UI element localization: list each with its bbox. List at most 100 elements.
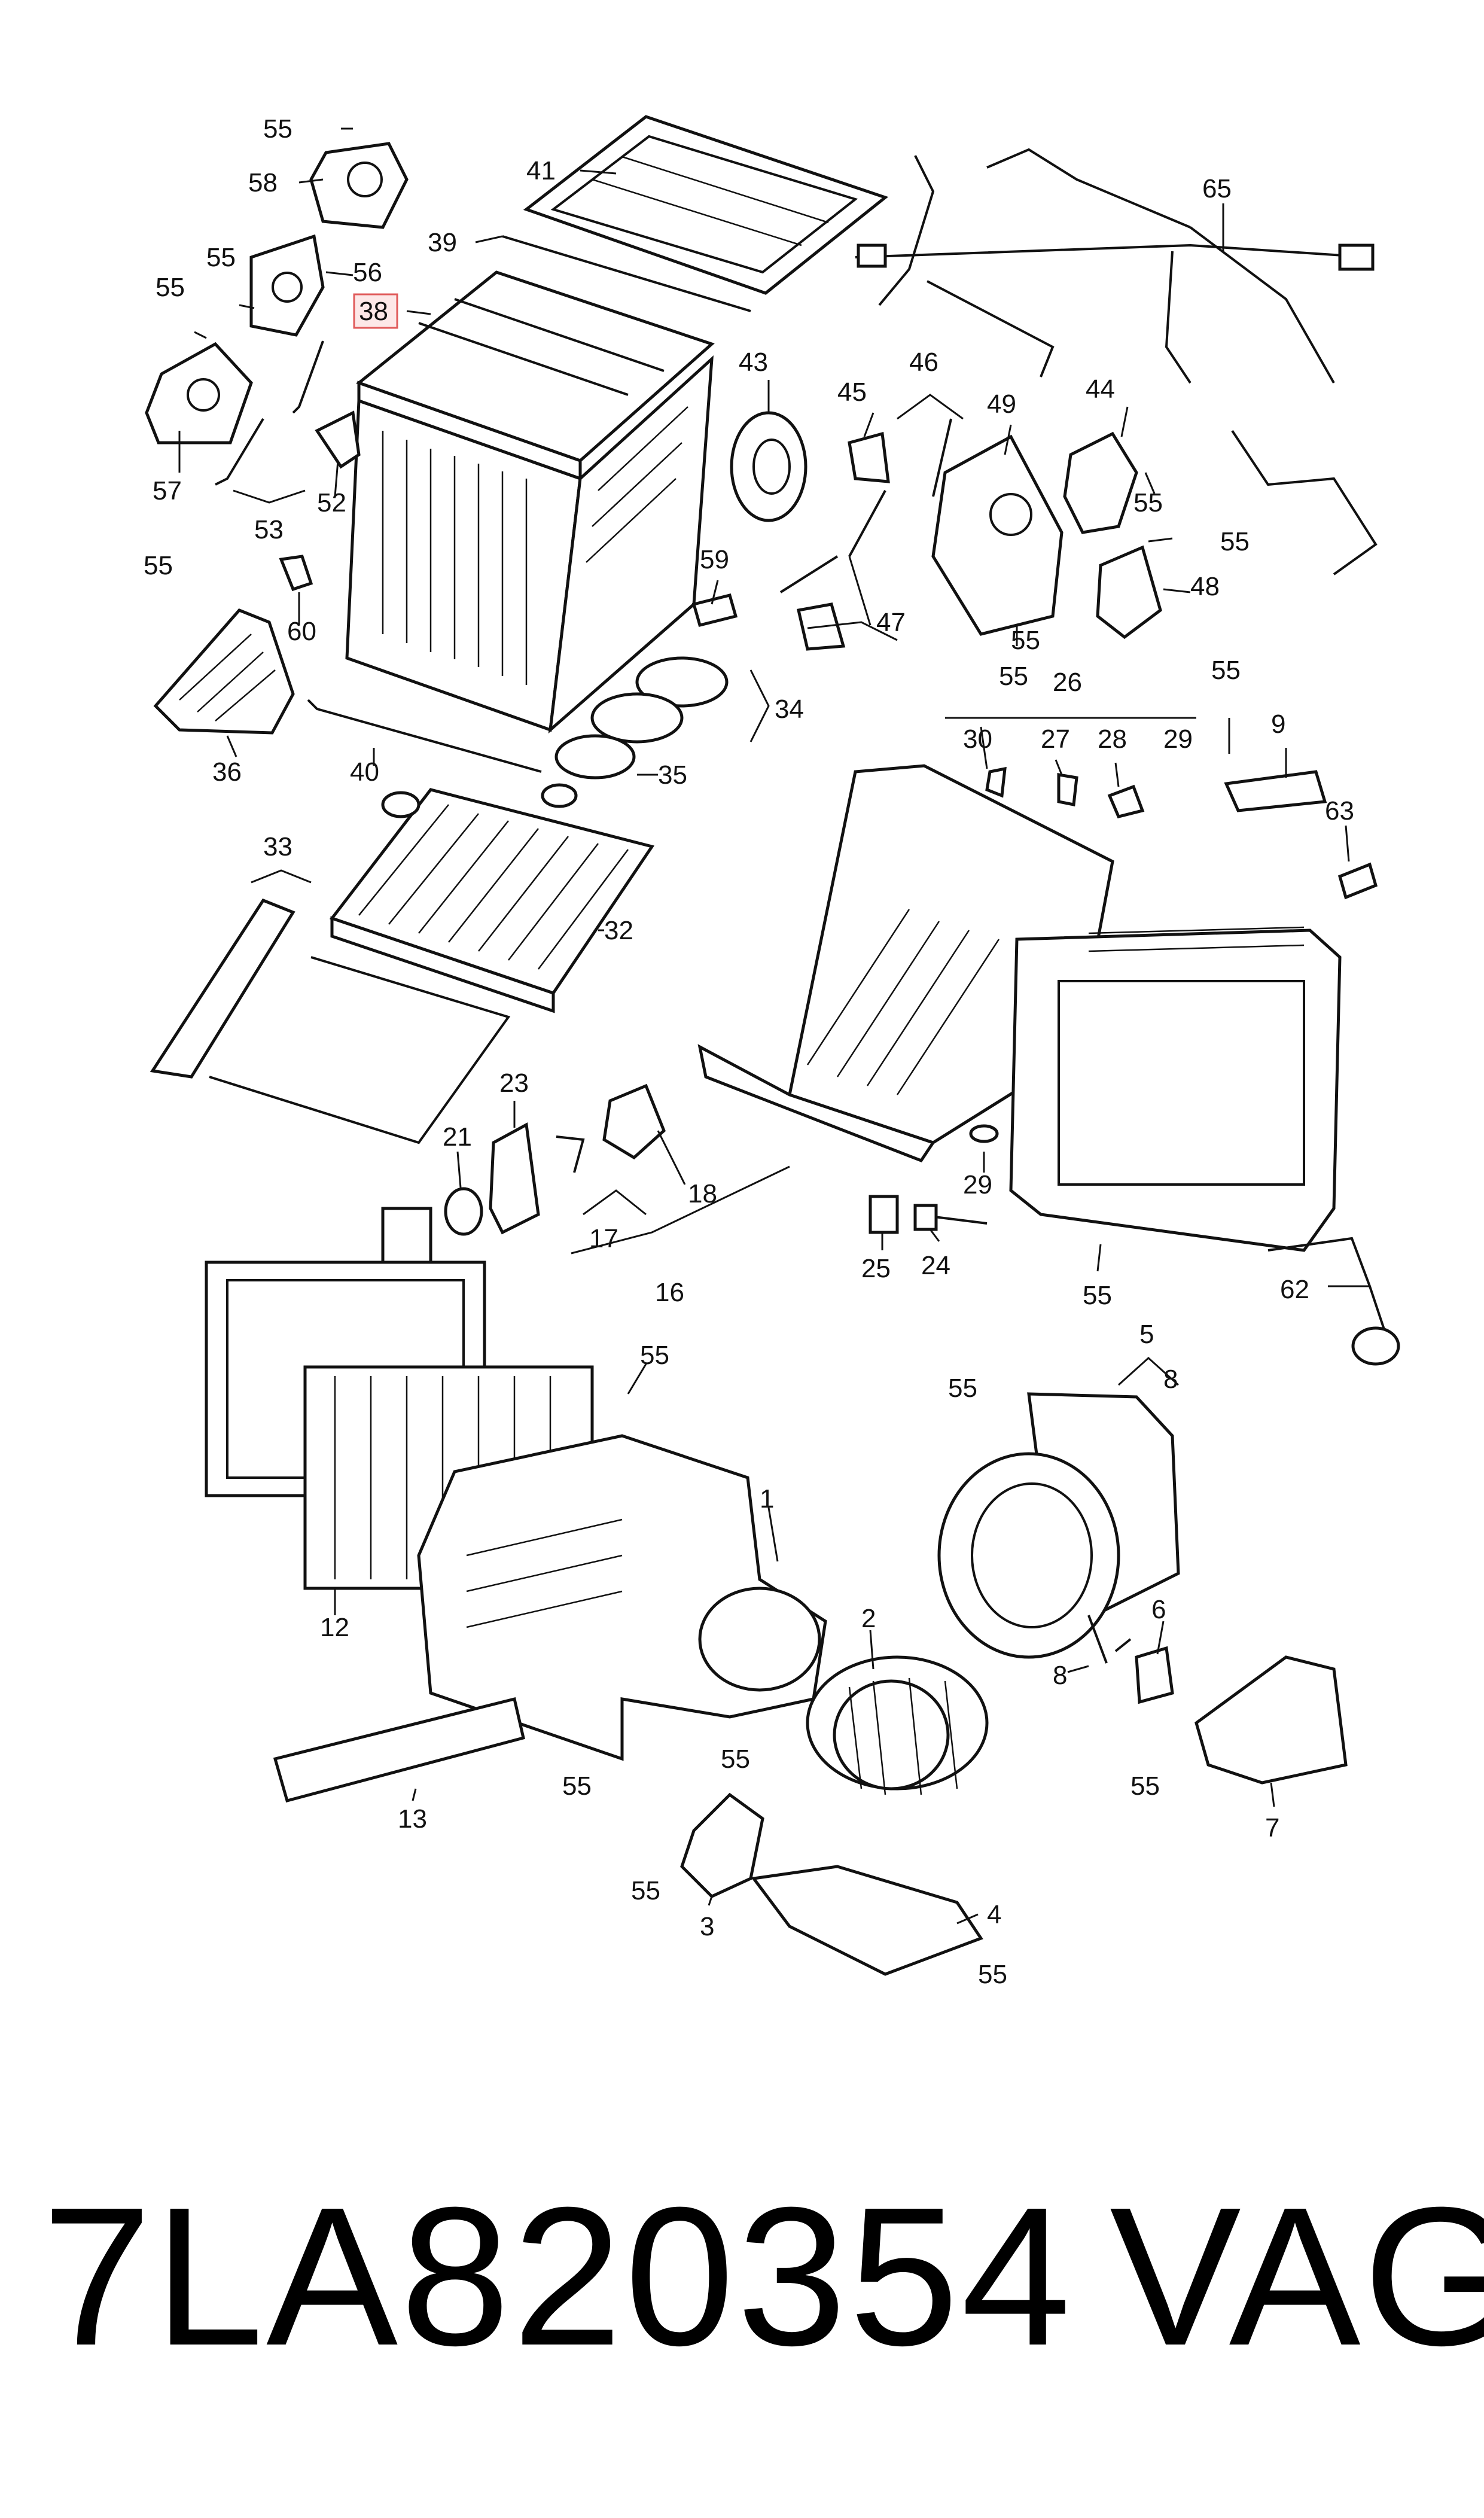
callout-55: 55 <box>631 1876 660 1905</box>
callout-55: 55 <box>263 114 292 144</box>
callout-45: 45 <box>837 377 867 407</box>
callout-44: 44 <box>1086 374 1115 404</box>
callout-12: 12 <box>320 1613 349 1642</box>
part-53-linkages <box>215 340 324 486</box>
part-36-duct <box>153 608 295 735</box>
part-23-resistor <box>489 1122 540 1235</box>
part-30-clip <box>985 766 1007 798</box>
part-33-seals <box>150 898 511 1144</box>
callout-1: 1 <box>760 1484 774 1514</box>
part-18-servo <box>602 1083 666 1160</box>
callout-55: 55 <box>1083 1281 1112 1310</box>
part-43-knob <box>730 411 807 522</box>
leader-lines <box>178 127 1370 1925</box>
callout-46: 46 <box>909 348 938 377</box>
part-44-actuator <box>1063 431 1138 534</box>
part-1-blower-housing <box>417 1434 827 1761</box>
part-13-trim-strip <box>273 1697 525 1803</box>
part-58-actuator <box>309 142 409 229</box>
callout-29: 29 <box>1163 724 1193 754</box>
callout-2: 2 <box>861 1604 876 1633</box>
part-45-lever <box>848 431 890 483</box>
callout-8: 8 <box>1053 1661 1067 1690</box>
callout-33: 33 <box>263 832 292 861</box>
callout-21: 21 <box>443 1122 472 1152</box>
part-9-bracket <box>1224 770 1327 812</box>
callout-55: 55 <box>1211 656 1241 685</box>
callout-35: 35 <box>658 760 687 790</box>
callout-27: 27 <box>1041 724 1070 754</box>
part-number: 7LA820354 <box>42 2166 1074 2386</box>
callout-7: 7 <box>1265 1813 1279 1843</box>
part-24-sensor <box>913 1204 988 1231</box>
part-48-actuator <box>1096 545 1162 640</box>
part-21-gasket <box>444 1187 483 1236</box>
callout-62: 62 <box>1280 1275 1309 1304</box>
highlight-box-38 <box>353 293 398 329</box>
part-25-connector <box>869 1195 899 1234</box>
part-5-intake-housing <box>937 1392 1180 1659</box>
part-56-actuator <box>249 234 325 337</box>
part-60-lever <box>279 555 313 592</box>
callout-59: 59 <box>700 545 729 574</box>
callout-6: 6 <box>1151 1595 1166 1624</box>
callout-36: 36 <box>212 757 242 787</box>
callout-8: 8 <box>1163 1365 1178 1394</box>
callout-24: 24 <box>921 1251 950 1280</box>
callout-18: 18 <box>688 1179 717 1208</box>
part-3-regulator <box>680 1792 764 1899</box>
callout-48: 48 <box>1190 572 1220 601</box>
callout-4: 4 <box>987 1900 1001 1929</box>
part-63-sensor <box>1337 862 1378 900</box>
callout-55: 55 <box>1220 527 1250 556</box>
callout-43: 43 <box>739 348 768 377</box>
callout-40: 40 <box>350 757 379 787</box>
part-26-lower-housing <box>697 764 1342 1252</box>
part-38-upper-housing <box>345 270 715 734</box>
part-2-blower-motor <box>806 1655 989 1795</box>
callout-55: 55 <box>1011 626 1040 655</box>
callout-55: 55 <box>206 243 236 272</box>
callout-30: 30 <box>963 724 992 754</box>
callout-55: 55 <box>721 1744 750 1774</box>
callout-55: 55 <box>948 1374 977 1403</box>
part-35-grommet <box>554 734 636 780</box>
callout-65: 65 <box>1202 174 1232 203</box>
part-29-ring <box>969 1124 999 1143</box>
part-46-rods <box>848 418 952 557</box>
callout-labels: 55 58 55 56 55 38 39 41 65 43 46 45 49 4… <box>144 114 1354 1989</box>
callout-23: 23 <box>499 1068 529 1098</box>
part-57-actuator <box>145 342 253 444</box>
part-52-lever <box>315 410 361 469</box>
callout-26: 26 <box>1053 668 1082 697</box>
callout-52: 52 <box>317 488 346 517</box>
callout-39: 39 <box>428 228 457 257</box>
callout-13: 13 <box>398 1804 427 1834</box>
callout-29: 29 <box>963 1170 992 1199</box>
callout-60: 60 <box>287 617 316 646</box>
callout-55: 55 <box>144 551 173 580</box>
callout-17: 17 <box>589 1224 618 1253</box>
callout-55: 55 <box>1133 488 1163 517</box>
callout-41: 41 <box>526 156 556 185</box>
callout-34: 34 <box>775 695 804 724</box>
callout-58: 58 <box>248 168 278 197</box>
callout-16: 16 <box>655 1278 684 1307</box>
callout-28: 28 <box>1098 724 1127 754</box>
part-47-levers <box>779 555 846 651</box>
callout-55: 55 <box>978 1960 1007 1989</box>
callout-49: 49 <box>987 389 1016 419</box>
part-8-rods <box>1087 1615 1132 1664</box>
callout-9: 9 <box>1271 710 1285 739</box>
callout-5: 5 <box>1139 1320 1154 1349</box>
callout-38-highlighted[interactable]: 38 <box>359 297 388 326</box>
callout-55: 55 <box>999 662 1028 691</box>
part-49-actuator <box>931 434 1064 636</box>
callout-55: 55 <box>1130 1771 1160 1801</box>
part-59-clip <box>691 593 738 628</box>
part-41-filter-frame <box>523 115 889 295</box>
callout-55: 55 <box>640 1341 669 1370</box>
part-4-cover <box>751 1865 983 1976</box>
callout-63: 63 <box>1325 796 1354 826</box>
callout-47: 47 <box>876 608 906 637</box>
